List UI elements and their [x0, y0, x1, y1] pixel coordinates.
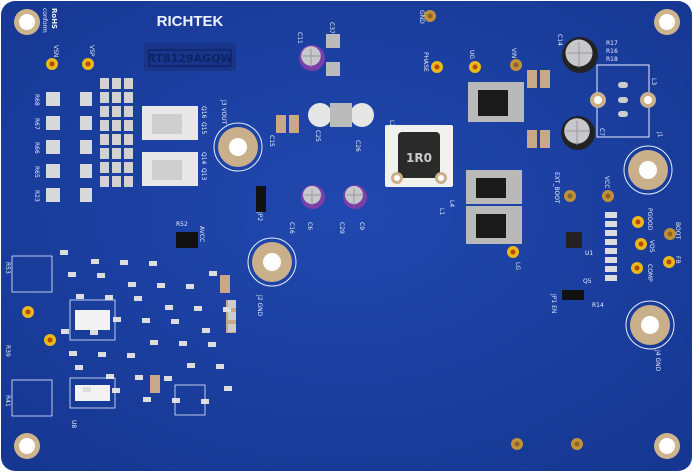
footprint-outline — [11, 255, 53, 293]
silk-label-fb: FB — [674, 256, 681, 264]
silk-label-q15: Q15 — [200, 122, 207, 135]
part-number-frame — [148, 49, 232, 67]
silk-label-comp: COMP — [646, 264, 653, 282]
silk-label-c25: C25 — [314, 130, 321, 142]
electrolytic-capacitors — [299, 34, 598, 209]
jumper-header — [176, 232, 198, 248]
silk-label-l1: L1 — [438, 208, 445, 215]
test-points — [22, 10, 676, 450]
silk-label-r65: R65 — [33, 166, 40, 178]
silk-label-ext-boot: EXT_BOOT — [553, 172, 560, 204]
silk-label-vcc: VCC — [603, 176, 610, 188]
terminal-pads — [213, 122, 675, 350]
silk-label-r68: R68 — [33, 94, 40, 106]
silk-label-vsp: VSP — [88, 45, 95, 57]
silk-label-ug: UG — [468, 50, 475, 59]
silk-label-r14: R14 — [592, 302, 604, 309]
silk-label-r16: R16 — [606, 48, 618, 55]
silk-label-u8: U8 — [70, 420, 77, 428]
silk-label-avcc: AVCC — [198, 226, 205, 242]
silk-label-l4: L4 — [448, 200, 455, 207]
silk-label-q14: Q14 — [200, 152, 207, 165]
footprint-outline — [11, 379, 53, 417]
silk-label-pgood: PGOOD — [646, 208, 653, 231]
silk-label-en: JP1 EN — [550, 293, 557, 313]
silk-label-r17: R17 — [606, 40, 618, 47]
silk-label-r67: R67 — [33, 118, 40, 130]
silk-label-r53: R53 — [4, 262, 11, 274]
silk-label-vout: J3 VOUT — [220, 99, 227, 125]
silk-label-c7: C7 — [598, 128, 605, 136]
silk-label-c16: C16 — [288, 222, 295, 234]
richtek-logo: RICHTEK — [157, 13, 224, 30]
silk-label-r41: R41 — [4, 395, 11, 407]
footprint-outline — [69, 377, 116, 409]
silk-label-vos: VOS — [648, 240, 655, 253]
silk-label-r23: R23 — [33, 190, 40, 202]
silk-label-q13: Q13 — [200, 168, 207, 181]
silk-label-vsn: VSN — [52, 45, 59, 57]
part-number: RT8129AGQW — [147, 52, 232, 65]
silk-label-u1: U1 — [585, 250, 593, 257]
mounting-holes — [14, 9, 680, 459]
silk-label-c6: C6 — [306, 222, 313, 230]
silk-label-gnd-top: GND — [418, 10, 425, 24]
jumper-header — [256, 186, 266, 212]
silk-label-boot: BOOT — [674, 222, 681, 239]
silk-label-c9: C9 — [358, 222, 365, 230]
silk-label-r18: R18 — [606, 56, 618, 63]
footprint-outline — [69, 299, 116, 341]
controller-ic — [566, 232, 582, 248]
rohs-mark: RoHS — [50, 8, 58, 29]
rohs-sub: conform — [41, 8, 48, 33]
silk-label-gnd-j4: J4 GND — [654, 349, 661, 372]
silk-label-c26: C26 — [354, 140, 361, 152]
footprint-outline — [174, 384, 206, 416]
silk-label-gnd-j2: J2 GND — [256, 294, 263, 317]
silk-label-l3: L3 — [650, 78, 657, 85]
silk-label-r52: R52 — [176, 221, 188, 228]
silk-label-vin: VIN — [510, 48, 517, 58]
silk-label-c15: C15 — [268, 135, 275, 147]
silk-label-lg: LG — [514, 262, 521, 270]
silk-label-r66: R66 — [33, 142, 40, 154]
smd-pads — [46, 70, 617, 404]
silk-label-q5: Q5 — [583, 278, 592, 285]
jumper-header — [562, 290, 584, 300]
ic-packages — [75, 82, 582, 401]
silk-label-j1: J1 — [656, 131, 663, 138]
silk-label-c14: C14 — [556, 34, 563, 46]
silk-label-jp2: JP2 — [256, 211, 263, 221]
silk-label-l2: L2 — [388, 120, 395, 127]
silk-label-r39: R39 — [4, 345, 11, 357]
silk-label-q16: Q16 — [200, 106, 207, 119]
silk-label-c37: C37 — [328, 22, 335, 34]
inductor-l2-core — [398, 132, 440, 178]
silk-label-phase: PHASE — [422, 52, 429, 72]
silk-label-c29: C29 — [338, 222, 345, 234]
inductor-value: 1R0 — [406, 151, 432, 165]
silk-label-c11: C11 — [296, 32, 303, 44]
silkscreen-labels: VSN VSP J3 VOUT J2 GND J4 GND J1 GND PHASE UG VIN… — [4, 10, 681, 428]
